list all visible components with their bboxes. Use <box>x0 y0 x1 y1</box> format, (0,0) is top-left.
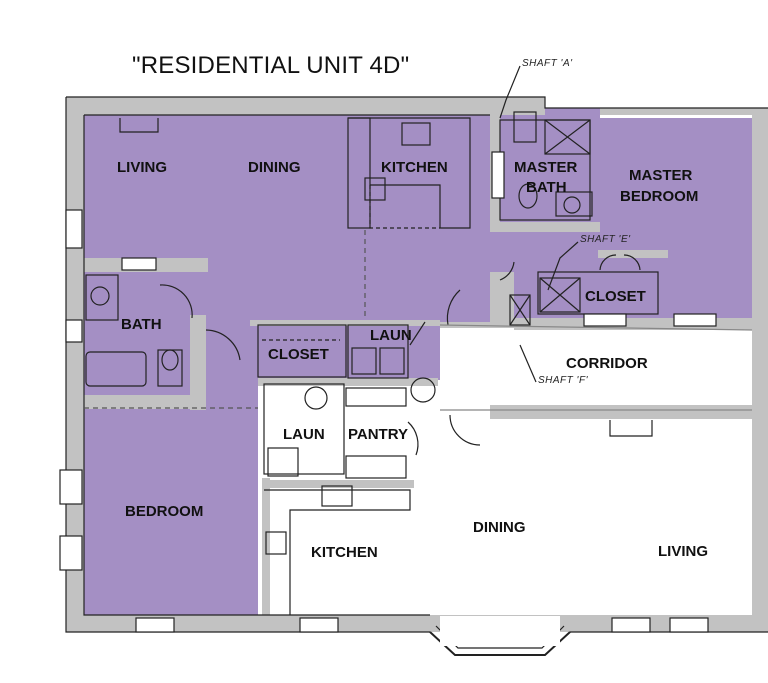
bay-floor <box>440 616 560 646</box>
room-label-master-bedroom-line2: BEDROOM <box>620 188 699 205</box>
room-label-dining-top: DINING <box>248 159 301 176</box>
plan-linework <box>59 65 768 656</box>
room-label-kitchen-bottom: KITCHEN <box>311 544 378 561</box>
master-suite-area <box>500 118 752 318</box>
room-label-bath: BATH <box>121 316 162 333</box>
room-label-closet-right: CLOSET <box>585 288 646 305</box>
room-label-pantry: PANTRY <box>348 426 408 443</box>
room-label-living-top: LIVING <box>117 159 168 176</box>
room-label-dining-bottom: DINING <box>473 519 526 536</box>
room-label-laun-top: LAUN <box>370 327 412 344</box>
room-label-bedroom: BEDROOM <box>125 503 204 520</box>
room-label-corridor: CORRIDOR <box>566 355 648 372</box>
room-label-master-bath-line2: BATH <box>526 179 567 196</box>
shaft-f-note: SHAFT 'F' <box>538 375 588 386</box>
shaft-e-note: SHAFT 'E' <box>580 234 631 245</box>
room-label-master-bedroom-line1: MASTER <box>629 167 693 184</box>
shaft-a-note: SHAFT 'A' <box>522 58 573 69</box>
room-label-master-bath-line1: MASTER <box>514 159 578 176</box>
room-label-laun-bottom: LAUN <box>283 426 325 443</box>
room-label-living-bottom: LIVING <box>658 543 709 560</box>
plan-title: "RESIDENTIAL UNIT 4D" <box>132 52 410 79</box>
room-label-closet-left: CLOSET <box>268 346 329 363</box>
room-label-kitchen-top: KITCHEN <box>381 159 448 176</box>
